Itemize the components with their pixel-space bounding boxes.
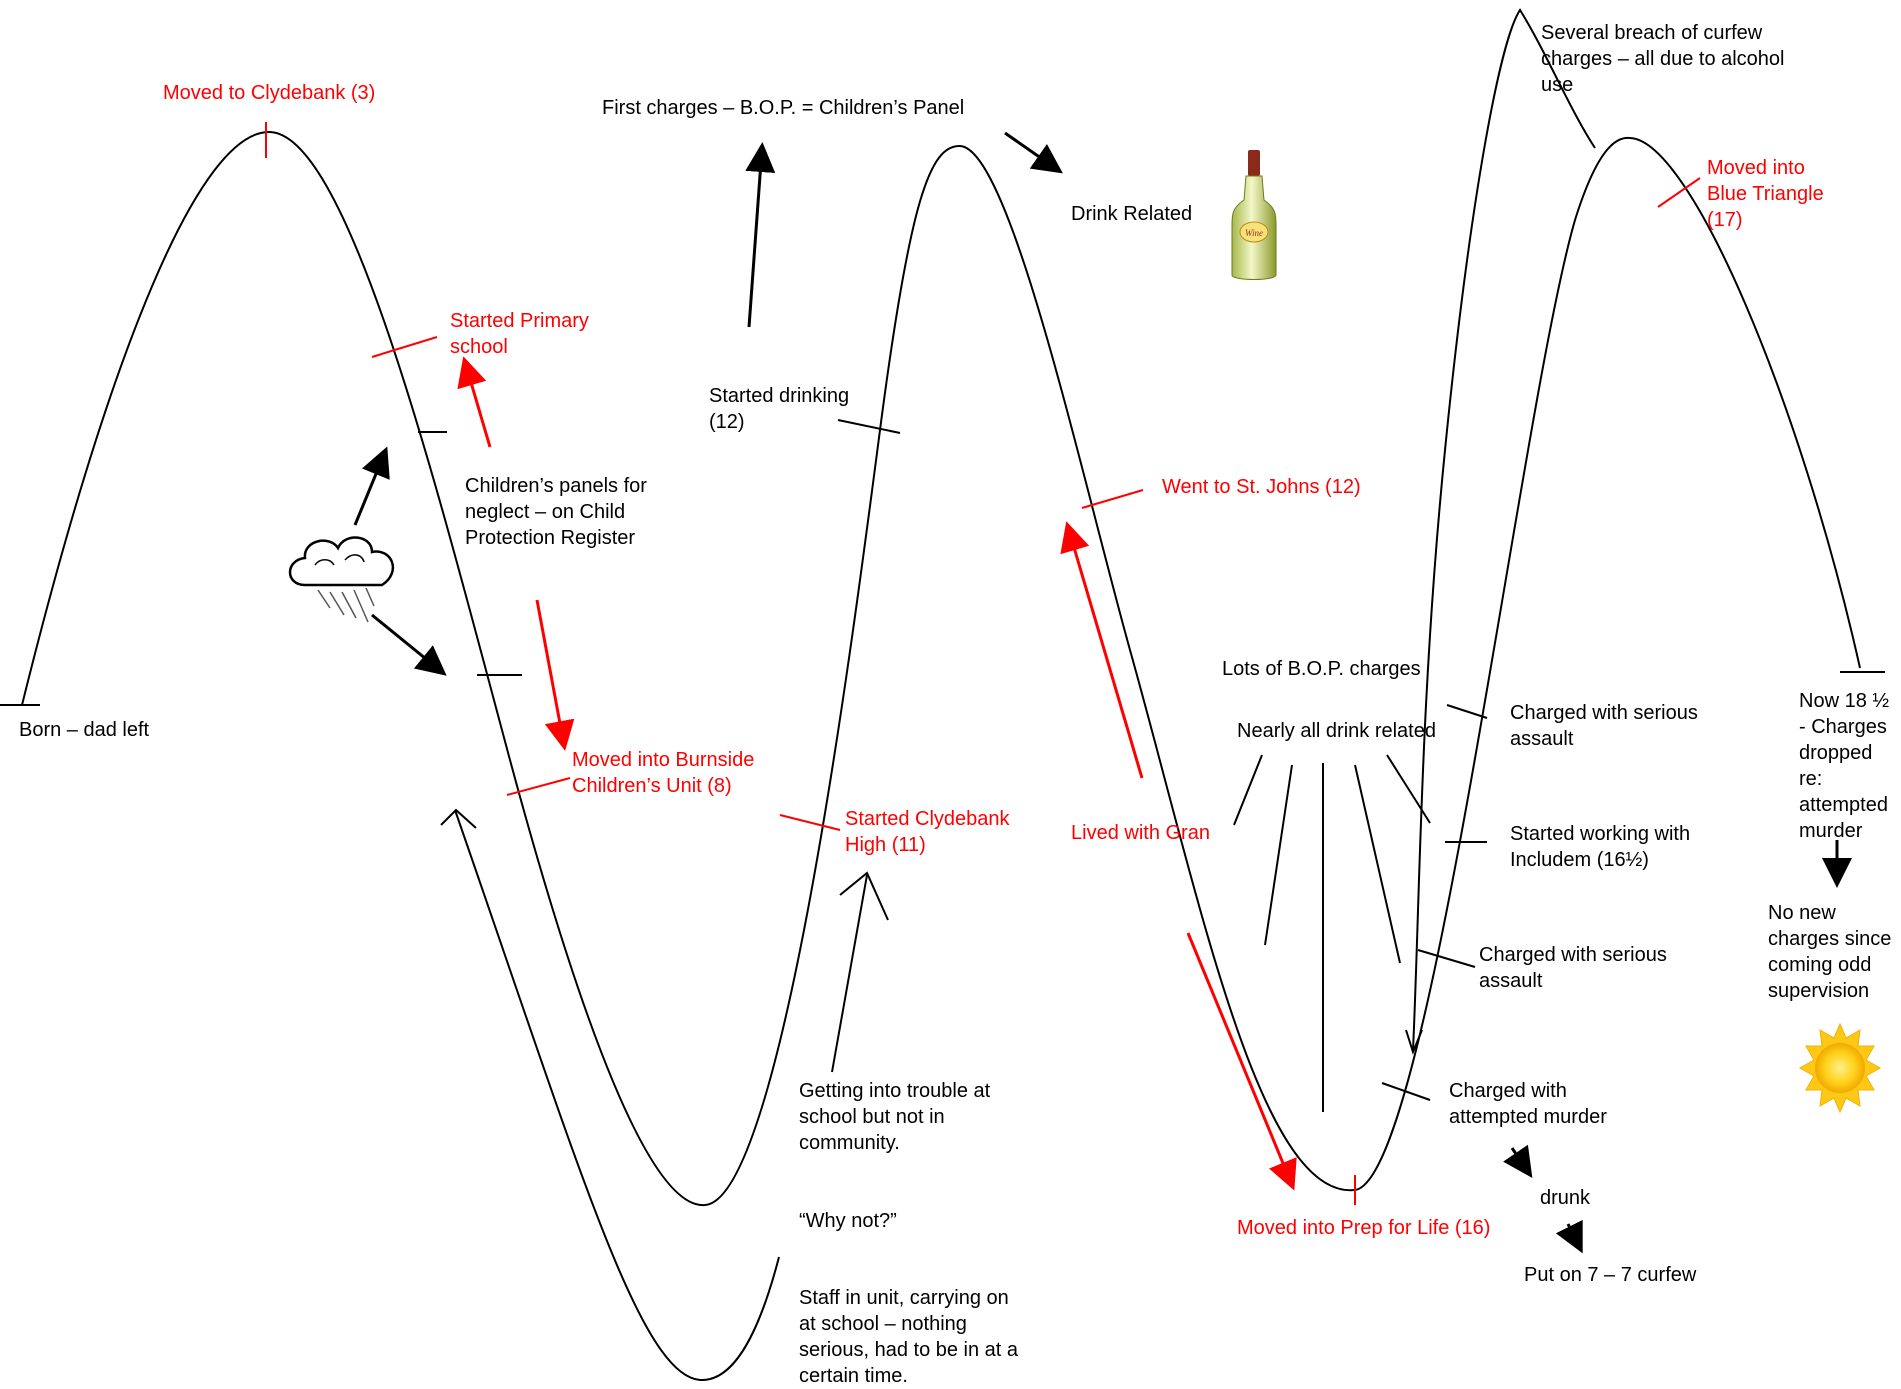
curfew-spike-curve bbox=[1412, 8, 1596, 1051]
label-curfew: Put on 7 – 7 curfew bbox=[1524, 1264, 1697, 1286]
tick-primary bbox=[371, 336, 438, 358]
label-st-johns: Went to St. Johns (12) bbox=[1162, 476, 1361, 498]
arrow-prep-life bbox=[1186, 932, 1297, 1191]
arrow-burnside bbox=[535, 599, 575, 751]
tick-blue-triangle bbox=[1657, 177, 1701, 208]
unit-loop-curve bbox=[454, 809, 780, 1382]
label-started-drinking: Started drinking (12) bbox=[709, 385, 850, 433]
label-no-new: No new charges since coming odd supervis… bbox=[1768, 902, 1892, 1002]
label-staff-in-unit: Staff in unit, carrying on at school – n… bbox=[799, 1287, 1019, 1387]
tick-st-johns bbox=[1081, 489, 1144, 509]
label-drink-related: Drink Related bbox=[1071, 203, 1193, 225]
label-breach-curfew: Several breach of curfew charges – all d… bbox=[1541, 22, 1785, 96]
label-includem: Started working with Includem (16½) bbox=[1510, 823, 1691, 871]
tick-murder bbox=[1381, 1082, 1431, 1101]
arrow-first-charges bbox=[745, 142, 776, 328]
rain-cloud-icon bbox=[288, 536, 394, 623]
label-started-high: Started Clydebank High (11) bbox=[845, 808, 1010, 856]
label-lived-gran: Lived with Gran bbox=[1071, 822, 1210, 844]
tick-drinking bbox=[837, 419, 901, 434]
wine-bottle-icon: Wine bbox=[1231, 150, 1277, 280]
label-now-18: Now 18 ½ - Charges dropped re: attempted… bbox=[1799, 690, 1890, 842]
tick-assault-1 bbox=[1446, 704, 1488, 719]
label-blue-triangle: Moved into Blue Triangle (17) bbox=[1707, 157, 1824, 231]
tick-assault-2 bbox=[1417, 949, 1476, 968]
life-path-curve bbox=[21, 130, 1861, 1207]
label-childrens-panels: Children’s panels for neglect – on Child… bbox=[465, 475, 647, 549]
tick-high bbox=[779, 814, 841, 831]
trouble-arrowhead bbox=[839, 871, 889, 921]
label-first-charges: First charges – B.O.P. = Children’s Pane… bbox=[602, 97, 965, 119]
label-getting-trouble: Getting into trouble at school but not i… bbox=[799, 1080, 991, 1154]
arrow-drink-related bbox=[1004, 131, 1063, 174]
arrow-curfew bbox=[1555, 1219, 1583, 1254]
arrow-drunk bbox=[1503, 1144, 1533, 1178]
ray-4 bbox=[1354, 764, 1401, 964]
ray-2 bbox=[1264, 764, 1293, 946]
bottle-label: Wine bbox=[1245, 228, 1263, 238]
sun-icon bbox=[1798, 1022, 1882, 1114]
label-drunk: drunk bbox=[1540, 1187, 1591, 1209]
arrow-cloud-down bbox=[371, 613, 447, 676]
arrow-st-johns bbox=[1060, 521, 1144, 779]
label-serious-assault-2: Charged with serious assault bbox=[1479, 944, 1667, 992]
label-started-primary: Started Primary school bbox=[450, 310, 589, 358]
label-nearly-all: Nearly all drink related bbox=[1237, 720, 1436, 742]
label-burnside: Moved into Burnside Children’s Unit (8) bbox=[572, 749, 755, 797]
label-prep-life: Moved into Prep for Life (16) bbox=[1237, 1217, 1491, 1239]
tick-burnside bbox=[506, 777, 571, 796]
ray-1 bbox=[1233, 754, 1263, 826]
label-lots-bop: Lots of B.O.P. charges bbox=[1222, 658, 1421, 680]
unit-loop-arrowhead bbox=[440, 808, 477, 829]
label-moved-clydebank: Moved to Clydebank (3) bbox=[163, 82, 376, 104]
label-why-not: “Why not?” bbox=[799, 1210, 897, 1232]
label-serious-assault-1: Charged with serious assault bbox=[1510, 702, 1698, 750]
curfew-spike-arrowhead bbox=[1405, 1029, 1423, 1055]
arrow-primary bbox=[457, 356, 492, 448]
ray-5 bbox=[1386, 754, 1431, 824]
arrow-cloud-up bbox=[353, 446, 390, 526]
trouble-arrow-line bbox=[831, 874, 868, 1073]
label-attempted-murder: Charged with attempted murder bbox=[1449, 1080, 1607, 1128]
label-born: Born – dad left bbox=[19, 719, 150, 741]
